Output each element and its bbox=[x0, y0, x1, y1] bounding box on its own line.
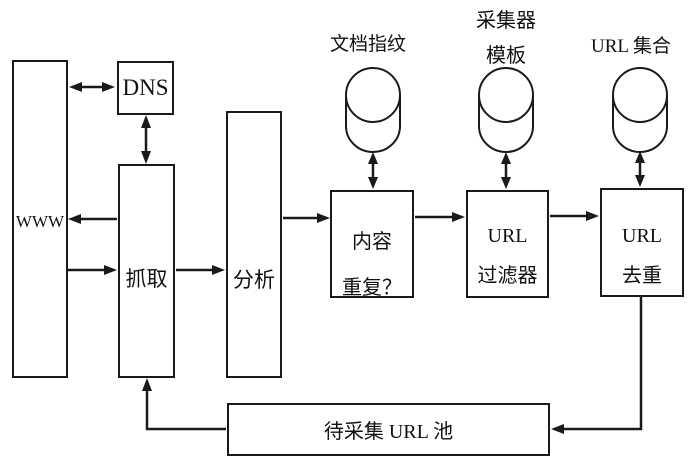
node-content-duplicate: 内容 重复？ bbox=[330, 190, 414, 299]
node-url-dedup-line2: 去重 bbox=[622, 265, 662, 287]
arrow-fingerprint-content bbox=[368, 152, 378, 189]
node-fetch: 抓取 bbox=[118, 164, 175, 378]
node-dns-label: DNS bbox=[122, 75, 169, 100]
node-url-filter: URL 过滤器 bbox=[466, 190, 549, 298]
collector-template-label-line1: 采集器 bbox=[476, 10, 536, 32]
node-fetch-label: 抓取 bbox=[125, 267, 168, 291]
node-analyze: 分析 bbox=[226, 111, 282, 378]
arrow-dedup-pool bbox=[551, 297, 643, 434]
node-content-duplicate-line1: 内容 bbox=[352, 231, 392, 253]
node-url-pool: 待采集 URL 池 bbox=[227, 403, 550, 456]
arrow-urlset-dedup bbox=[635, 151, 645, 187]
node-url-dedup-line1: URL bbox=[622, 225, 662, 247]
collector-template-cylinder bbox=[478, 67, 534, 153]
node-content-duplicate-line2: 重复？ bbox=[342, 277, 402, 299]
doc-fingerprint-cylinder bbox=[345, 67, 401, 153]
arrow-content-filter bbox=[415, 212, 465, 222]
doc-fingerprint-label: 文档指纹 bbox=[329, 34, 406, 55]
arrow-dns-fetch bbox=[141, 115, 151, 164]
arrow-www-fetch bbox=[68, 265, 117, 275]
arrow-fetch-www bbox=[68, 214, 117, 224]
collector-template-label: 采集器 模板 bbox=[446, 4, 566, 74]
node-dns: DNS bbox=[117, 61, 174, 115]
node-www-label: WWW bbox=[15, 212, 65, 231]
collector-template-label-line2: 模板 bbox=[486, 45, 526, 67]
arrow-fetch-analyze bbox=[176, 265, 225, 275]
url-set-cylinder bbox=[612, 67, 668, 153]
node-url-filter-line2: 过滤器 bbox=[477, 265, 538, 287]
arrow-pool-fetch bbox=[142, 378, 226, 431]
arrow-analyze-content bbox=[283, 213, 330, 223]
node-url-pool-label: 待采集 URL 池 bbox=[323, 421, 454, 443]
arrow-www-dns bbox=[69, 82, 115, 92]
node-analyze-label: 分析 bbox=[233, 268, 275, 292]
node-www: WWW bbox=[12, 60, 68, 378]
node-url-dedup: URL 去重 bbox=[600, 188, 684, 297]
node-url-filter-line1: URL bbox=[487, 225, 528, 247]
arrow-filter-dedup bbox=[550, 211, 599, 221]
url-set-label: URL 集合 bbox=[590, 36, 672, 57]
arrow-template-filter bbox=[501, 152, 511, 189]
